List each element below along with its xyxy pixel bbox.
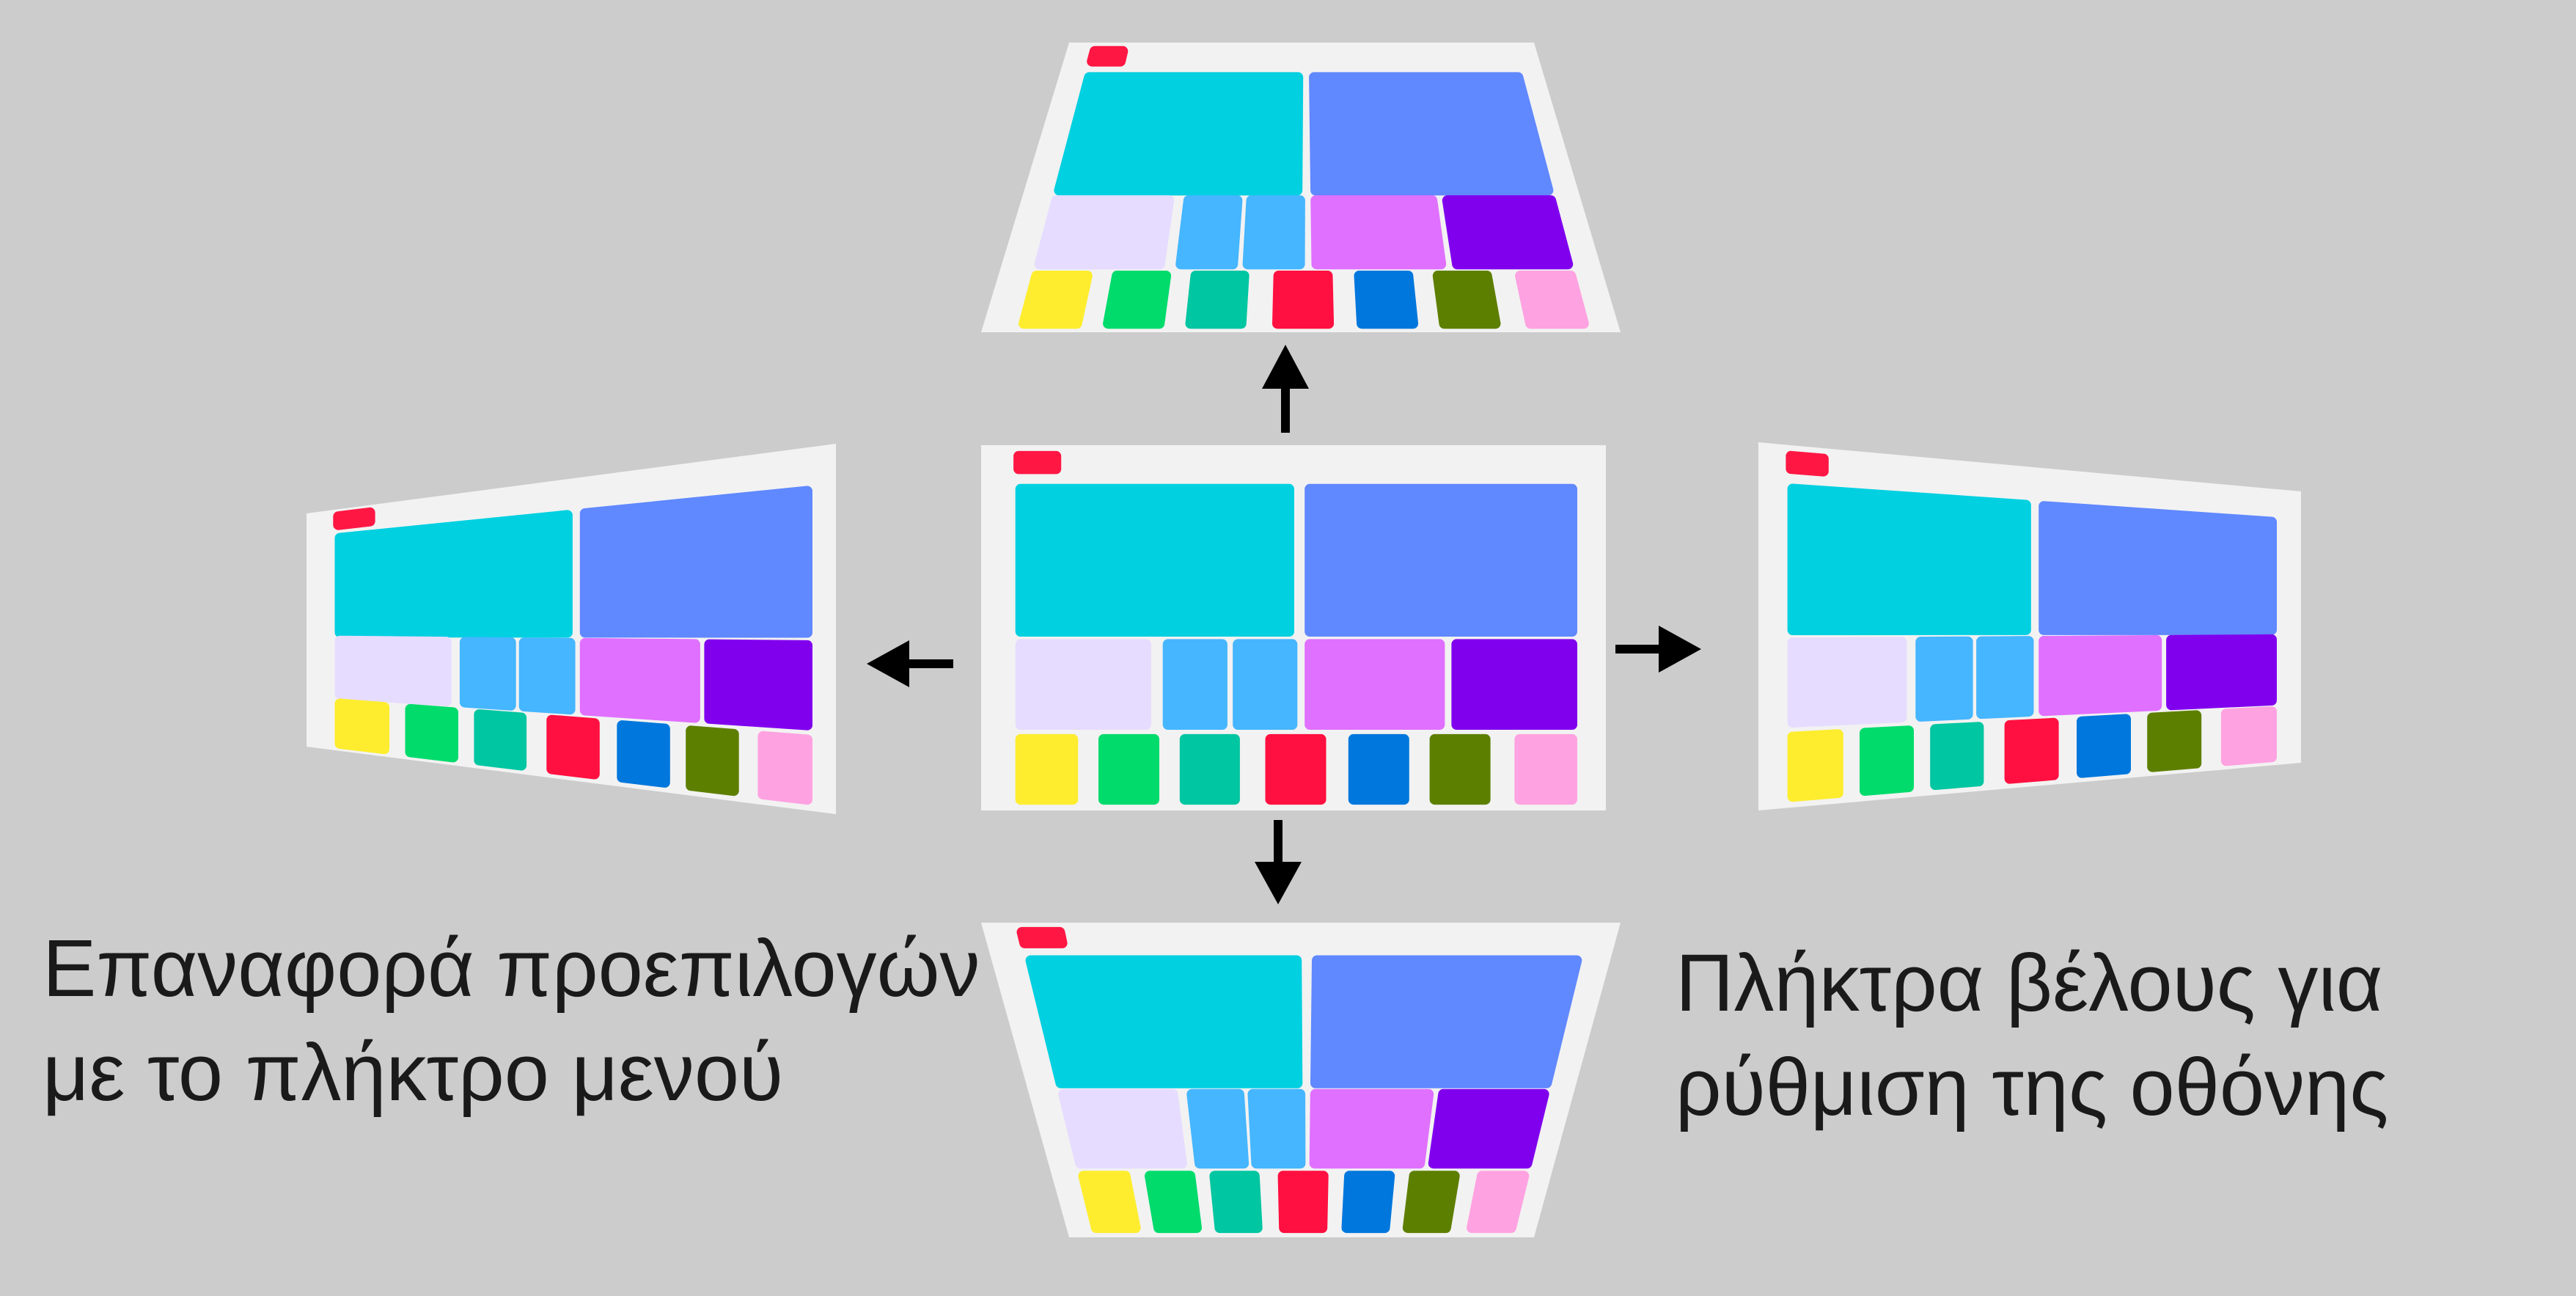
small-tile: [405, 703, 458, 763]
screens-layer: [307, 43, 2301, 1237]
small-tile: [1185, 271, 1250, 329]
indicator-bar: [1786, 450, 1829, 477]
indicator-bar: [1087, 45, 1129, 67]
arrow-head: [1262, 345, 1309, 389]
small-tile: [1145, 1171, 1202, 1234]
caption-reset-defaults: Επαναφορά προεπιλογών με το πλήκτρο μενο…: [43, 917, 980, 1125]
arrow-head: [1659, 626, 1701, 673]
small-tile: [1209, 1171, 1263, 1234]
small-tile: [1348, 733, 1409, 805]
medium-tile: [1034, 195, 1175, 270]
small-tile: [334, 698, 390, 755]
small-tile: [1354, 271, 1419, 329]
small-tile: [757, 731, 812, 805]
small-tile: [1265, 733, 1326, 805]
medium-tile: [2039, 635, 2162, 717]
medium-tile: [1186, 1088, 1250, 1169]
medium-tile: [1242, 195, 1305, 270]
screen-up: [981, 43, 1621, 332]
small-tile: [1467, 1171, 1530, 1234]
medium-tile: [459, 637, 516, 711]
small-tile: [1432, 271, 1501, 329]
medium-tile: [1309, 1088, 1434, 1169]
small-tile: [546, 714, 600, 780]
caption-right-line-1: Πλήκτρα βέλους για: [1676, 938, 2383, 1028]
medium-tile: [704, 639, 812, 731]
small-tile: [1277, 1171, 1329, 1234]
arrow-right-icon: [1615, 626, 1701, 673]
arrow-up-icon: [1262, 345, 1309, 433]
large-tile: [334, 510, 573, 638]
large-tile: [1015, 483, 1294, 637]
medium-tile: [1787, 637, 1907, 728]
arrow-left-icon: [867, 640, 953, 687]
indicator-bar: [1013, 450, 1062, 475]
medium-tile: [1451, 639, 1577, 730]
medium-tile: [518, 637, 576, 715]
small-tile: [1341, 1171, 1395, 1234]
small-tile: [2147, 710, 2202, 772]
small-tile: [1078, 1171, 1141, 1234]
indicator-bar: [1016, 926, 1068, 948]
small-tile: [686, 725, 739, 797]
arrow-head: [1255, 862, 1302, 904]
large-tile: [579, 486, 812, 638]
indicator-bar: [333, 507, 375, 530]
medium-tile: [1304, 639, 1445, 730]
medium-tile: [579, 637, 700, 723]
caption-left-line-2: με το πλήκτρο μενού: [43, 1028, 784, 1118]
large-tile: [1025, 955, 1303, 1088]
arrows-layer: [867, 345, 1701, 904]
small-tile: [1103, 271, 1172, 329]
small-tile: [1019, 271, 1093, 329]
small-tile: [1098, 733, 1159, 805]
arrow-head: [867, 640, 909, 687]
small-tile: [2220, 706, 2277, 766]
screen-right: [1758, 442, 2301, 810]
caption-arrow-keys: Πλήκτρα βέλους για ρύθμιση της οθόνης: [1676, 931, 2388, 1140]
arrow-down-icon: [1255, 820, 1302, 904]
small-tile: [1402, 1171, 1460, 1234]
large-tile: [1309, 72, 1554, 196]
medium-tile: [1428, 1088, 1549, 1169]
caption-right-line-2: ρύθμιση της οθόνης: [1676, 1042, 2389, 1132]
large-tile: [2039, 501, 2277, 635]
medium-tile: [1175, 195, 1243, 270]
small-tile: [1272, 271, 1335, 329]
caption-left-line-1: Επαναφορά προεπιλογών: [43, 923, 980, 1014]
large-tile: [1310, 955, 1582, 1088]
small-tile: [2077, 714, 2131, 778]
small-tile: [1860, 725, 1914, 796]
medium-tile: [1915, 636, 1973, 722]
medium-tile: [1015, 639, 1151, 730]
medium-tile: [334, 635, 452, 706]
medium-tile: [1233, 639, 1298, 730]
small-tile: [1515, 271, 1589, 329]
large-tile: [1787, 483, 2031, 635]
small-tile: [1429, 733, 1491, 805]
small-tile: [1514, 733, 1577, 805]
medium-tile: [1976, 636, 2034, 720]
large-tile: [1054, 72, 1304, 196]
small-tile: [1787, 729, 1843, 802]
medium-tile: [2166, 634, 2277, 711]
screen-left: [307, 444, 836, 814]
medium-tile: [1058, 1088, 1187, 1169]
small-tile: [1015, 733, 1079, 805]
medium-tile: [1442, 195, 1574, 270]
small-tile: [617, 720, 670, 788]
small-tile: [474, 709, 527, 771]
screen-center: [981, 445, 1606, 810]
medium-tile: [1310, 195, 1447, 270]
small-tile: [1179, 733, 1240, 805]
large-tile: [1304, 483, 1577, 637]
small-tile: [2004, 717, 2059, 784]
medium-tile: [1162, 639, 1228, 730]
small-tile: [1930, 722, 1984, 790]
medium-tile: [1247, 1088, 1306, 1169]
screen-down: [981, 923, 1621, 1237]
